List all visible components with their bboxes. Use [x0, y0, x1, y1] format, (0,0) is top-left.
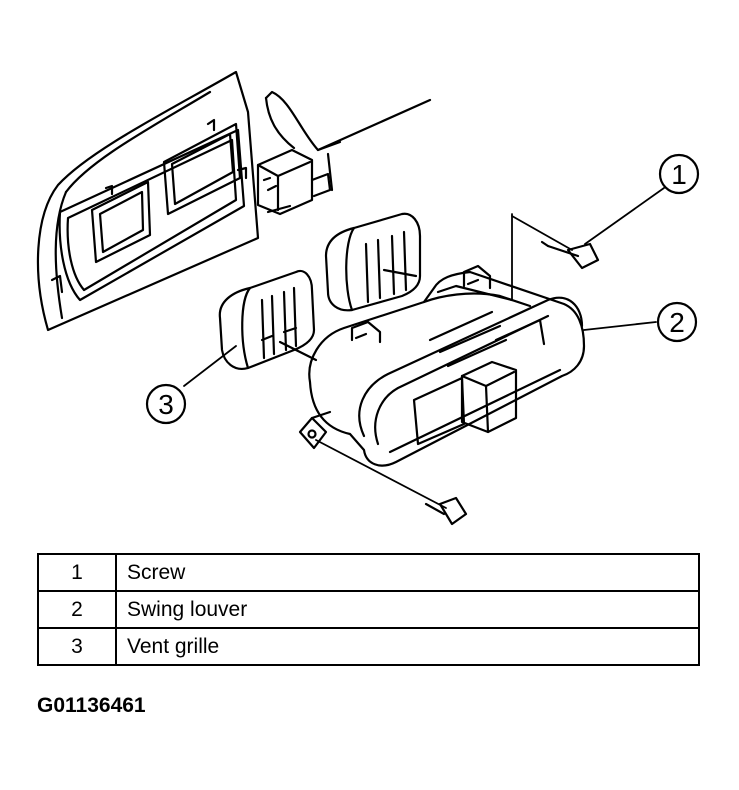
legend-part-name: Screw	[115, 553, 700, 592]
callout-2: 2	[656, 301, 698, 343]
callout-3: 3	[145, 383, 187, 425]
parts-legend-table: 1 Screw 2 Swing louver 3 Vent grille	[37, 553, 700, 666]
legend-number: 2	[37, 590, 117, 629]
legend-row: 2 Swing louver	[37, 590, 700, 629]
screw-upper	[540, 240, 600, 270]
legend-part-name: Swing louver	[115, 590, 700, 629]
callout-1: 1	[658, 153, 700, 195]
dashboard-panel	[36, 70, 432, 332]
legend-part-name: Vent grille	[115, 627, 700, 666]
legend-row: 3 Vent grille	[37, 627, 700, 666]
figure-id: G01136461	[37, 694, 146, 717]
leader-lines	[183, 187, 665, 509]
legend-number: 1	[37, 553, 117, 592]
legend-row: 1 Screw	[37, 553, 700, 592]
screw-lower	[424, 496, 468, 526]
callout-3-label: 3	[158, 389, 174, 420]
legend-number: 3	[37, 627, 117, 666]
callout-1-label: 1	[671, 159, 687, 190]
vent-assembly-illustration: 1 2 3	[36, 70, 700, 526]
vent-grille-left	[218, 269, 318, 370]
vent-grille-right	[324, 212, 422, 312]
callout-2-label: 2	[669, 307, 685, 338]
swing-louver	[298, 264, 586, 467]
